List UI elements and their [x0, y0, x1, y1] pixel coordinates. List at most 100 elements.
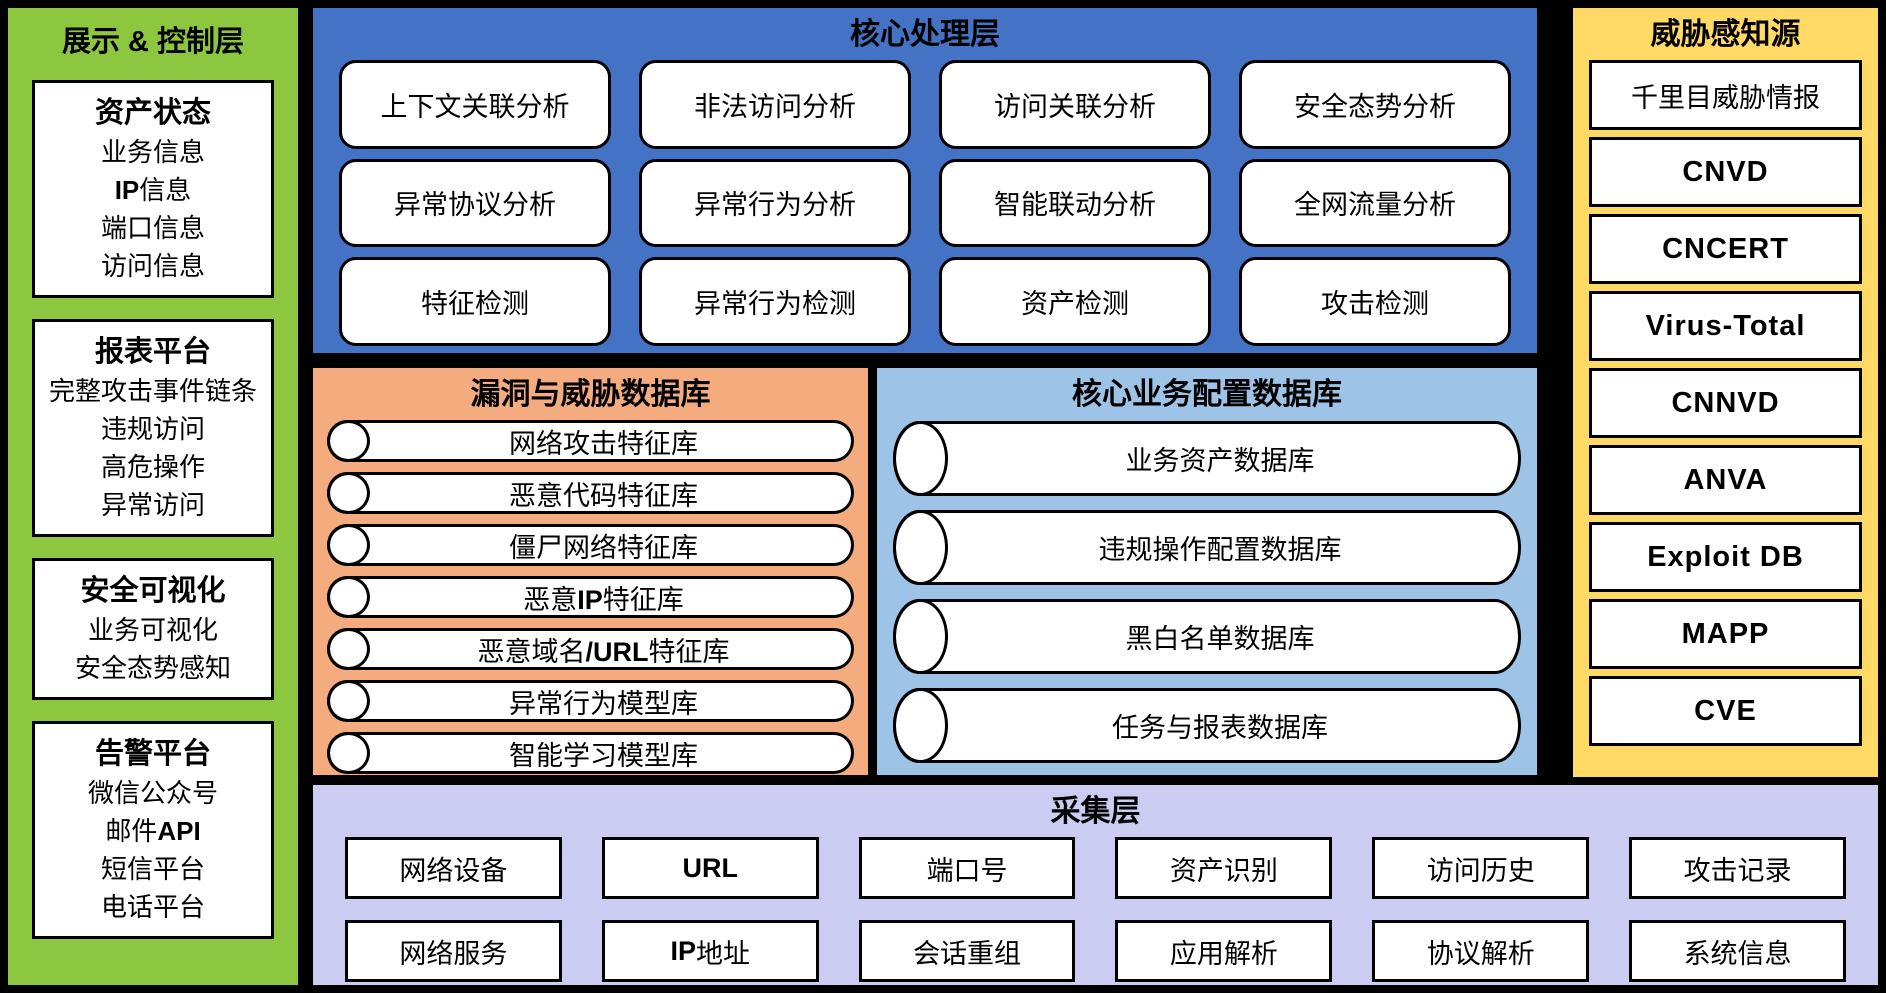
collection-box: 协议解析: [1372, 920, 1590, 982]
collection-title: 采集层: [1050, 795, 1141, 828]
threat-source-box: MAPP: [1589, 599, 1862, 669]
cylinder-label: 恶意IP特征库: [523, 584, 684, 615]
threat-db-cylinder: 恶意IP特征库: [327, 576, 854, 618]
business-db-list: 业务资产数据库违规操作配置数据库黑白名单数据库任务与报表数据库: [877, 413, 1537, 763]
display-control-boxes: 资产状态业务信息 IP信息端口信息访问信息报表平台完整攻击事件链条违规访问高危操作…: [8, 80, 298, 939]
collection-box: 攻击记录: [1629, 837, 1846, 899]
cylinder-cap: [327, 732, 370, 774]
info-box-line: 异常访问: [100, 490, 205, 520]
business-db-panel: 核心业务配置数据库 业务资产数据库违规操作配置数据库黑白名单数据库任务与报表数据…: [877, 368, 1537, 775]
cylinder-label: 异常行为模型库: [509, 688, 698, 719]
info-box-line: 安全态势感知: [74, 653, 231, 683]
cylinder-label: 网络攻击特征库: [509, 428, 698, 459]
threat-source-box: CNNVD: [1589, 368, 1862, 438]
cylinder-cap: [327, 420, 370, 462]
threat-db-cylinder: 网络攻击特征库: [327, 420, 854, 462]
info-box-line: IP信息: [114, 175, 192, 205]
core-processing-title: 核心处理层: [850, 18, 1000, 51]
threat-db-cylinder: 僵尸网络特征库: [327, 524, 854, 566]
threat-source-box: CNCERT: [1589, 214, 1862, 284]
processing-box: 特征检测: [339, 257, 611, 346]
processing-box: 异常行为检测: [639, 257, 911, 346]
info-box-line: 完整攻击事件链条: [48, 376, 257, 406]
cylinder-label: 业务资产数据库: [1125, 446, 1315, 476]
cylinder-label: 恶意代码特征库: [509, 480, 698, 511]
collection-box: 网络服务: [345, 920, 562, 982]
info-box-heading: 报表平台: [94, 336, 211, 368]
processing-box: 安全态势分析: [1239, 60, 1511, 149]
collection-box: 会话重组: [858, 920, 1076, 982]
info-box-line: 访问信息: [100, 251, 205, 281]
threat-source-box: CVE: [1589, 676, 1862, 746]
info-box: 报表平台完整攻击事件链条违规访问高危操作异常访问: [32, 319, 274, 537]
processing-box: 智能联动分析: [939, 158, 1211, 248]
info-box-line: 短信平台: [100, 854, 205, 884]
collection-box: URL: [601, 837, 819, 899]
display-control-panel: 展示 & 控制层 资产状态业务信息 IP信息端口信息访问信息报表平台完整攻击事件链…: [8, 8, 298, 985]
threat-db-cylinder: 智能学习模型库: [327, 732, 854, 774]
collection-box: 资产识别: [1115, 837, 1333, 899]
core-processing-grid: 上下文关联分析非法访问分析访问关联分析安全态势分析异常协议分析异常行为分析智能联…: [313, 53, 1537, 346]
info-box-line: 电话平台: [100, 892, 205, 922]
threat-db-cylinder: 异常行为模型库: [327, 680, 854, 722]
cylinder-label: 恶意域名/URL特征库: [477, 636, 730, 667]
cylinder-cap: [893, 599, 948, 674]
collection-box: 端口号: [858, 837, 1076, 899]
processing-box: 全网流量分析: [1239, 158, 1511, 248]
cylinder-cap: [327, 680, 370, 722]
cylinder-cap: [327, 628, 370, 670]
threat-source-box: ANVA: [1589, 445, 1862, 515]
cylinder-label: 任务与报表数据库: [1112, 713, 1328, 743]
processing-box: 异常行为分析: [639, 158, 911, 248]
threat-db-title: 漏洞与威胁数据库: [470, 378, 711, 411]
cylinder-cap: [327, 524, 370, 566]
processing-box: 资产检测: [939, 257, 1211, 346]
display-control-title: 展示 & 控制层: [61, 26, 245, 58]
processing-box: 异常协议分析: [339, 158, 611, 248]
cylinder-label: 黑白名单数据库: [1125, 624, 1315, 654]
business-db-title: 核心业务配置数据库: [1072, 378, 1342, 411]
cylinder-label: 智能学习模型库: [509, 740, 698, 771]
cylinder-cap: [327, 576, 370, 618]
processing-box: 非法访问分析: [639, 60, 911, 149]
info-box-line: 邮件API: [105, 816, 201, 846]
cylinder-cap: [327, 472, 370, 514]
info-box-line: 端口信息: [100, 213, 205, 243]
threat-db-panel: 漏洞与威胁数据库 网络攻击特征库恶意代码特征库僵尸网络特征库恶意IP特征库恶意域…: [313, 368, 868, 775]
collection-box: 访问历史: [1372, 837, 1590, 899]
business-db-cylinder: 违规操作配置数据库: [893, 510, 1521, 585]
info-box-heading: 资产状态: [94, 97, 211, 129]
threat-db-cylinder: 恶意域名/URL特征库: [327, 628, 854, 670]
cylinder-cap: [893, 688, 948, 763]
cylinder-cap: [893, 510, 948, 585]
info-box-heading: 告警平台: [94, 738, 211, 770]
threat-source-box: CNVD: [1589, 137, 1862, 207]
info-box-line: 业务可视化: [87, 615, 218, 645]
collection-box: 系统信息: [1629, 920, 1846, 982]
info-box: 资产状态业务信息 IP信息端口信息访问信息: [32, 80, 274, 298]
info-box-heading: 安全可视化: [80, 575, 226, 607]
processing-box: 上下文关联分析: [339, 60, 611, 149]
threat-db-list: 网络攻击特征库恶意代码特征库僵尸网络特征库恶意IP特征库恶意域名/URL特征库异…: [313, 413, 868, 774]
info-box-line: 违规访问: [100, 414, 205, 444]
info-box-line: 高危操作: [100, 452, 205, 482]
collection-box: 应用解析: [1115, 920, 1333, 982]
cylinder-label: 违规操作配置数据库: [1098, 535, 1342, 565]
info-box-line: 业务信息: [100, 137, 205, 167]
cylinder-cap: [893, 421, 948, 496]
threat-db-cylinder: 恶意代码特征库: [327, 472, 854, 514]
threat-source-box: Exploit DB: [1589, 522, 1862, 592]
threat-source-box: Virus-Total: [1589, 291, 1862, 361]
threat-sources-title: 威胁感知源: [1650, 18, 1801, 51]
core-processing-panel: 核心处理层 上下文关联分析非法访问分析访问关联分析安全态势分析异常协议分析异常行…: [313, 8, 1537, 353]
collection-box: 网络设备: [345, 837, 562, 899]
info-box: 安全可视化业务可视化安全态势感知: [32, 558, 274, 700]
cylinder-label: 僵尸网络特征库: [509, 532, 698, 563]
business-db-cylinder: 业务资产数据库: [893, 421, 1521, 496]
